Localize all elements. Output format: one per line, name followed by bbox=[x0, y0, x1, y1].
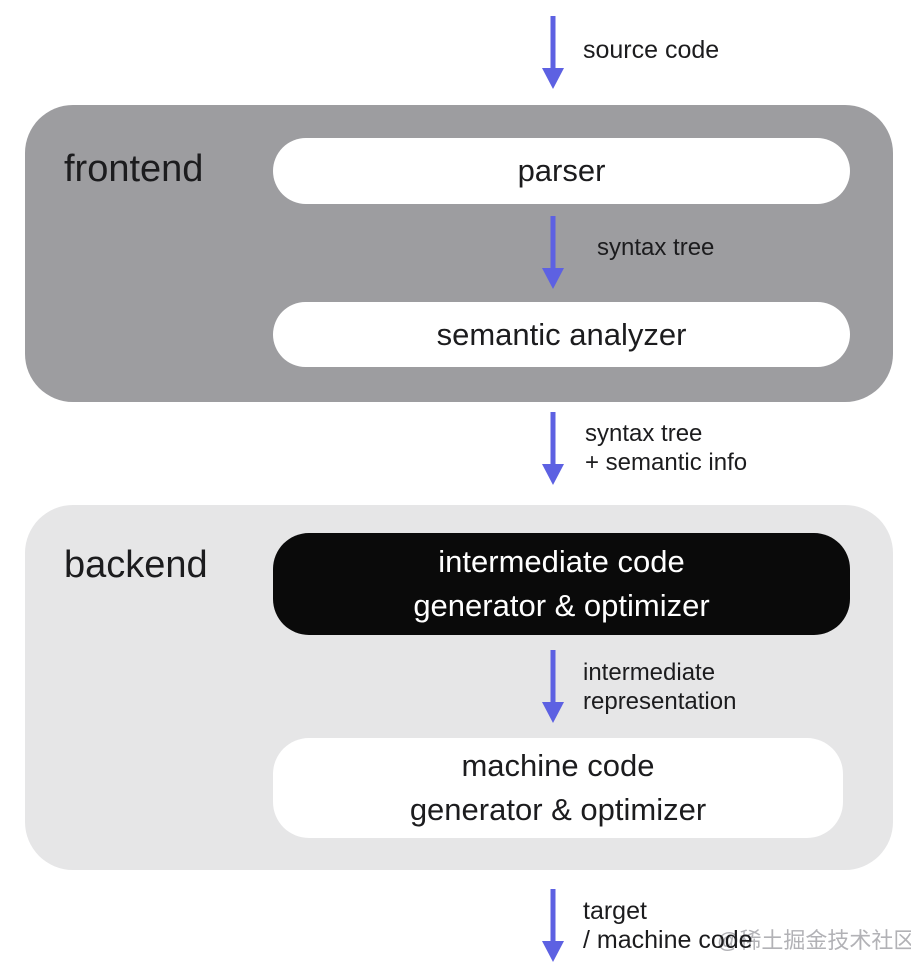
intermediate-representation-line2: representation bbox=[583, 688, 737, 715]
semantic-analyzer-label: semantic analyzer bbox=[436, 316, 687, 352]
mcg-label-line1: machine code bbox=[461, 748, 655, 783]
syntax-tree-label: syntax tree bbox=[597, 233, 714, 262]
target-machine-code-label: target / machine code bbox=[583, 897, 753, 955]
backend-title: backend bbox=[64, 544, 208, 586]
icg-label-line1: intermediate code bbox=[438, 544, 685, 579]
source-code-label: source code bbox=[583, 36, 719, 65]
down-arrow-icon bbox=[540, 216, 566, 290]
target-line2: / machine code bbox=[583, 926, 753, 954]
target-line1: target bbox=[583, 897, 647, 925]
juejin-watermark: @稀土掘金技术社区 bbox=[717, 928, 911, 953]
semantic-analyzer-node: semantic analyzer bbox=[273, 302, 850, 367]
syntax-tree-semantic-info-line1: syntax tree bbox=[585, 420, 703, 447]
mcg-label-line2: generator & optimizer bbox=[409, 792, 707, 827]
source-code-text: source code bbox=[583, 36, 720, 64]
machine-code-generator-node: machine code generator & optimizer bbox=[273, 738, 843, 838]
down-arrow-icon bbox=[540, 16, 566, 90]
syntax-tree-text: syntax tree bbox=[597, 234, 715, 261]
syntax-tree-semantic-info-line2: + semantic info bbox=[585, 449, 748, 476]
intermediate-code-generator-node: intermediate code generator & optimizer bbox=[273, 533, 850, 635]
down-arrow-icon bbox=[540, 650, 566, 724]
frontend-title: frontend bbox=[64, 148, 204, 190]
icg-label-line2: generator & optimizer bbox=[413, 588, 710, 623]
intermediate-representation-label: intermediate representation bbox=[583, 658, 736, 716]
intermediate-representation-line1: intermediate bbox=[583, 659, 716, 686]
down-arrow-icon bbox=[540, 889, 566, 963]
parser-label: parser bbox=[517, 153, 606, 188]
syntax-tree-semantic-info-label: syntax tree + semantic info bbox=[585, 419, 747, 477]
parser-node: parser bbox=[273, 138, 850, 204]
down-arrow-icon bbox=[540, 412, 566, 486]
